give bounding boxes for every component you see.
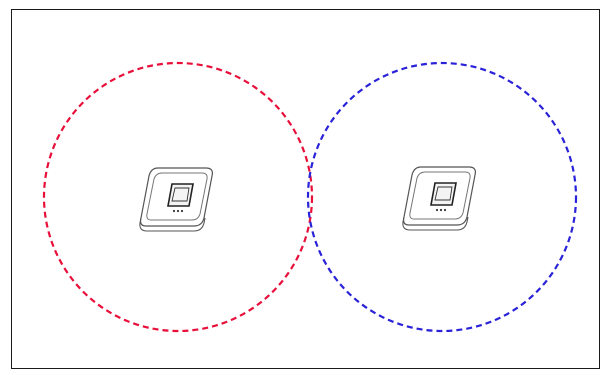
- access-point-icon: [403, 167, 476, 230]
- access-point-icon: [140, 168, 213, 231]
